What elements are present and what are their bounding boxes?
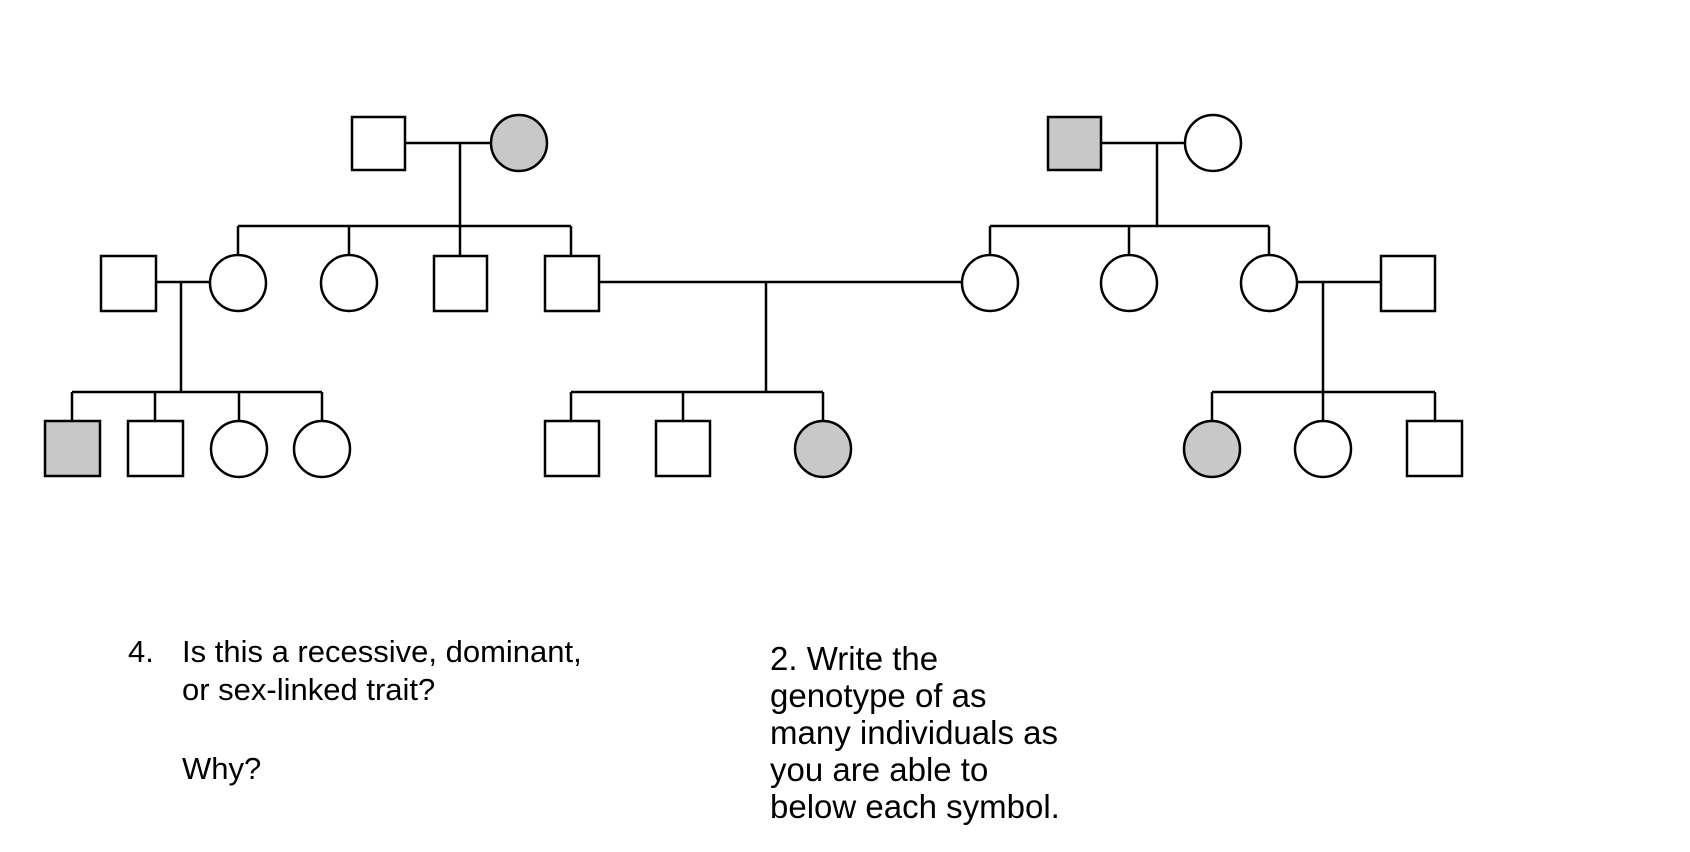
male-unaffected (543, 254, 601, 313)
relationship-lines (70, 141, 1437, 421)
male-unaffected (99, 254, 158, 313)
male-affected (1046, 115, 1103, 172)
female-unaffected (960, 253, 1020, 313)
why-prompt: Why? (182, 751, 262, 786)
female-unaffected (1293, 419, 1353, 479)
question-text: Is this a recessive, dominant, or sex-li… (182, 633, 682, 709)
female-unaffected (1183, 113, 1243, 173)
female-unaffected (209, 419, 269, 479)
male-unaffected (126, 419, 185, 478)
female-unaffected (319, 253, 379, 313)
female-affected (793, 419, 853, 479)
question-line: genotype of as (770, 677, 987, 714)
male-unaffected (654, 419, 712, 478)
question-number: 4. (128, 634, 154, 669)
question-line: Is this a recessive, dominant, (182, 634, 582, 669)
question-line: you are able to (770, 751, 989, 788)
male-unaffected (543, 419, 601, 478)
female-unaffected (1239, 253, 1299, 313)
female-affected (489, 113, 549, 173)
male-unaffected (350, 115, 407, 172)
question-line: 2. Write the (770, 640, 939, 677)
question-2: 2. Write the genotype of as many individ… (770, 640, 1130, 825)
pedigree-chart (43, 113, 1464, 479)
male-unaffected (1405, 419, 1464, 478)
female-unaffected (208, 253, 268, 313)
question-line: or sex-linked trait? (182, 672, 436, 707)
male-unaffected (432, 254, 489, 313)
female-affected (1182, 419, 1242, 479)
female-unaffected (1099, 253, 1159, 313)
male-affected (43, 419, 102, 478)
female-unaffected (292, 419, 352, 479)
question-line: many individuals as (770, 714, 1058, 751)
question-line: below each symbol. (770, 788, 1060, 825)
male-unaffected (1379, 254, 1437, 313)
individuals (43, 113, 1464, 479)
